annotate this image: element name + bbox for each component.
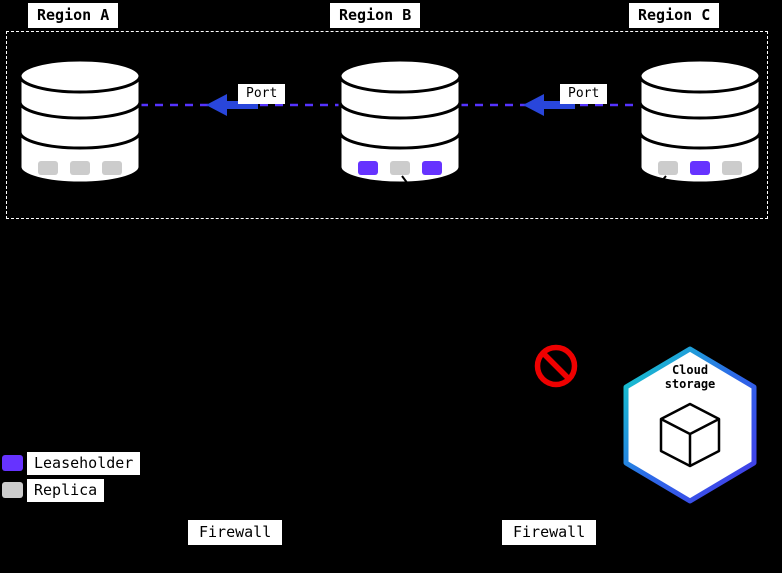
firewall-label-1: Firewall xyxy=(188,520,283,545)
legend-replica-label: Replica xyxy=(27,479,105,502)
region-a-label: Region A xyxy=(28,3,119,28)
database-body xyxy=(638,76,762,185)
cloud-storage-label-line1: Cloud xyxy=(672,363,708,377)
firewall-label-2: Firewall xyxy=(502,520,597,545)
replica-marker xyxy=(390,161,410,175)
cloud-storage-icon: Cloud storage xyxy=(623,346,757,504)
leaseholder-swatch-rect xyxy=(2,455,23,471)
arrow-head xyxy=(206,94,227,116)
marker-pointer-line xyxy=(651,175,667,193)
replication-arrow-a-b-icon xyxy=(206,94,258,116)
cube-inner-edges xyxy=(660,417,720,466)
hexagon-border xyxy=(623,346,757,504)
cloud-storage-label-line2: storage xyxy=(665,377,716,391)
replica-marker xyxy=(722,161,742,175)
database-ring xyxy=(638,101,762,120)
no-access-icon xyxy=(534,344,578,388)
marker-pointer-line xyxy=(401,175,415,193)
database-top xyxy=(18,58,142,94)
database-icon-region-b xyxy=(338,58,462,193)
replica-marker xyxy=(658,161,678,175)
legend-leaseholder-label: Leaseholder xyxy=(27,452,141,475)
replica-marker xyxy=(70,161,90,175)
no-access-slash xyxy=(541,351,571,381)
replication-arrow-b-c-icon xyxy=(523,94,575,116)
replica-swatch-rect xyxy=(2,482,23,498)
region-c-label: Region C xyxy=(629,3,720,28)
regions-boundary xyxy=(6,31,768,219)
leaseholder-marker xyxy=(358,161,378,175)
database-icon-region-c xyxy=(638,58,762,193)
cube-icon xyxy=(659,402,721,468)
database-top xyxy=(638,58,762,94)
replica-swatch xyxy=(2,482,23,498)
database-body xyxy=(18,76,142,185)
leaseholder-marker xyxy=(422,161,442,175)
database-icon-region-a xyxy=(18,58,142,185)
database-ring xyxy=(18,131,142,150)
database-top xyxy=(338,58,462,94)
database-ring xyxy=(338,101,462,120)
leaseholder-swatch xyxy=(2,455,23,471)
port-label-a-b: Port xyxy=(238,84,286,105)
port-label-b-c: Port xyxy=(560,84,608,105)
database-ring xyxy=(338,131,462,150)
leaseholder-marker xyxy=(690,161,710,175)
region-b-label: Region B xyxy=(330,3,421,28)
arrow-head xyxy=(523,94,544,116)
replica-marker xyxy=(102,161,122,175)
database-ring xyxy=(18,101,142,120)
database-ring xyxy=(638,131,762,150)
no-access-circle xyxy=(534,344,578,388)
database-body xyxy=(338,76,462,185)
replica-marker xyxy=(38,161,58,175)
